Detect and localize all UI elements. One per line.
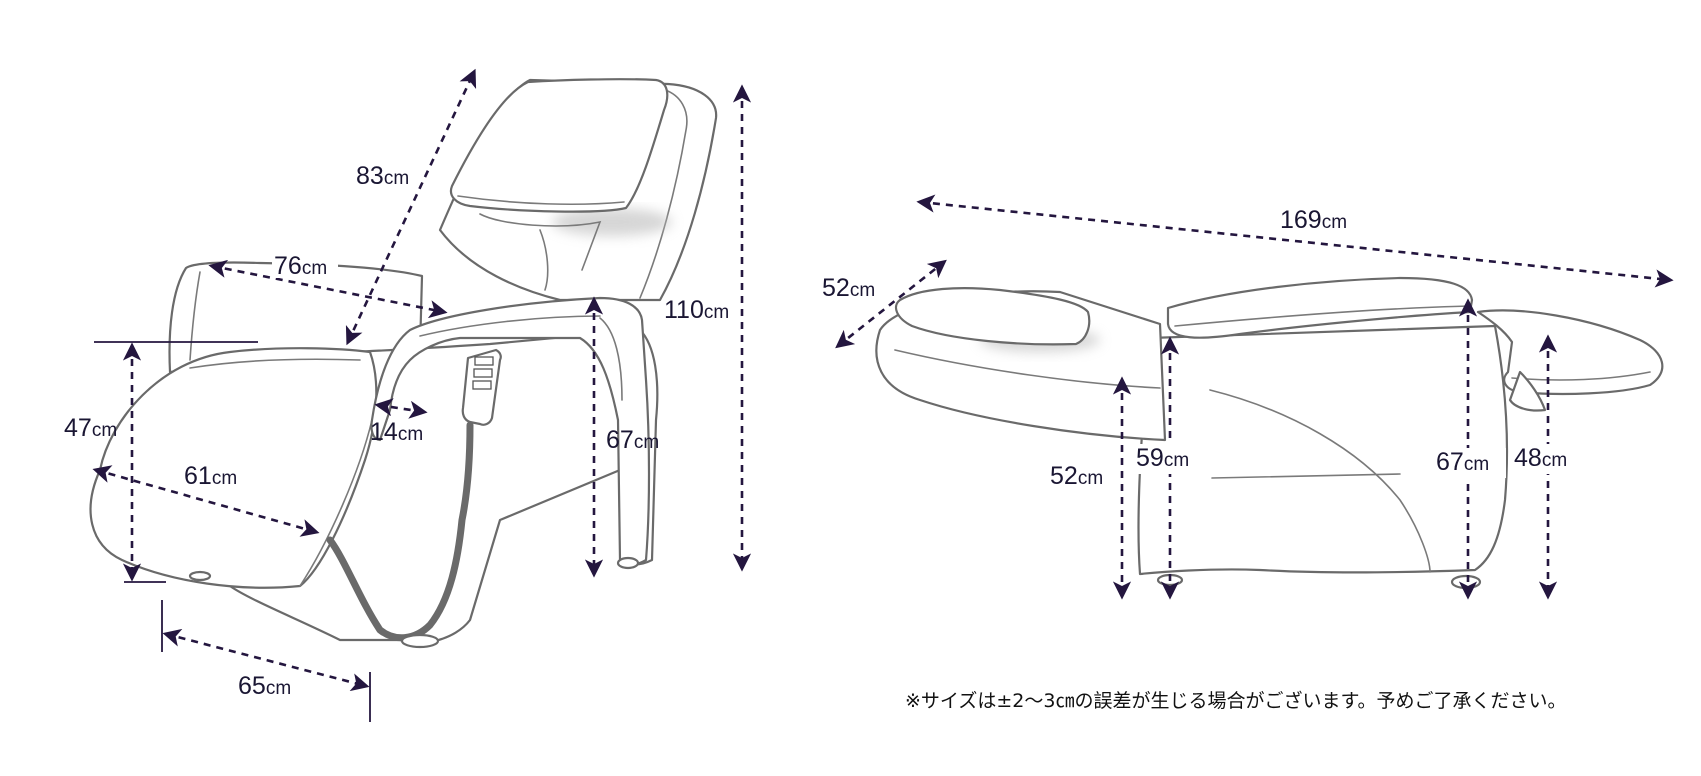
svg-text:52cm: 52cm — [1050, 462, 1103, 490]
label-leg-height: 48cm — [1512, 444, 1584, 474]
label-seat-depth: 61cm — [184, 462, 237, 490]
dimension-lines-upright — [92, 68, 752, 722]
svg-text:67cm: 67cm — [606, 426, 659, 454]
svg-text:52cm: 52cm — [822, 274, 875, 302]
label-arm-height: 67cm — [1434, 448, 1506, 478]
upright-chair-drawing — [89, 78, 718, 649]
label-arm-width: 76cm — [272, 250, 338, 280]
svg-text:47cm: 47cm — [64, 414, 117, 442]
svg-text:67cm: 67cm — [1436, 448, 1489, 476]
label-back-height: 59cm — [1134, 444, 1206, 474]
label-head-height: 52cm — [1050, 462, 1103, 490]
svg-text:65cm: 65cm — [238, 672, 291, 700]
label-backrest-length: 83cm — [356, 162, 409, 190]
label-arm-gap: 14cm — [370, 418, 423, 446]
label-seat-height: 47cm — [64, 414, 117, 442]
svg-text:76cm: 76cm — [274, 252, 327, 280]
label-base-depth: 65cm — [238, 672, 291, 700]
label-overall-height: 110cm — [664, 296, 729, 324]
svg-text:14cm: 14cm — [370, 418, 423, 446]
svg-text:61cm: 61cm — [184, 462, 237, 490]
svg-text:83cm: 83cm — [356, 162, 409, 190]
svg-text:110cm: 110cm — [664, 296, 729, 324]
label-headrest-width: 52cm — [822, 274, 875, 302]
svg-text:48cm: 48cm — [1514, 444, 1567, 472]
label-armrest-height: 67cm — [606, 426, 659, 454]
reclined-chair-drawing — [875, 276, 1664, 590]
size-tolerance-note: ※サイズは±2〜3㎝の誤差が生じる場合がございます。予めご了承ください。 — [905, 690, 1567, 712]
svg-text:169cm: 169cm — [1280, 206, 1347, 234]
svg-text:59cm: 59cm — [1136, 444, 1189, 472]
label-total-length: 169cm — [1280, 206, 1347, 234]
